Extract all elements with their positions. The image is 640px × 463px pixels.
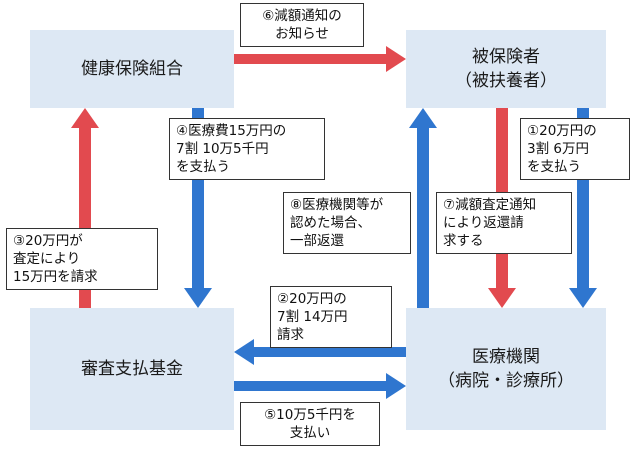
arrow-2-claim [234, 339, 406, 365]
note-8-partial-refund: ⑧医療機関等が 認めた場合、 一部返還 [283, 192, 411, 254]
note-5-fund-payment: ⑤10万5千円を 支払い [240, 402, 380, 446]
box-sublabel: （病院・診療所） [438, 371, 574, 391]
box-sublabel: （被扶養者） [455, 71, 557, 91]
note-4-insurer-payment: ④医療費15万円の 7割 10万5千円 を支払う [169, 118, 325, 180]
note-3-assessed-claim: ③20万円が 査定により 15万円を請求 [6, 228, 158, 290]
box-insured-person: 被保険者 （被扶養者） [406, 30, 606, 108]
note-1-copayment: ①20万円の 3割 6万円 を支払う [520, 118, 630, 180]
note-6-reduction-notice: ⑥減額通知の お知らせ [240, 3, 364, 47]
arrow-8-refund [409, 108, 437, 308]
note-7-refund-claim: ⑦減額査定通知 により返還請 求する [436, 192, 572, 254]
note-2-billing: ②20万円の 7割 14万円 請求 [270, 286, 392, 348]
box-label: 被保険者 [472, 47, 540, 67]
box-health-insurance-association: 健康保険組合 [30, 30, 234, 108]
box-review-payment-fund: 審査支払基金 [30, 308, 234, 430]
box-label: 医療機関 [472, 347, 540, 367]
box-label: 健康保険組合 [81, 59, 183, 79]
box-label: 審査支払基金 [81, 359, 183, 379]
arrow-5-payment [234, 373, 406, 399]
box-medical-institution: 医療機関 （病院・診療所） [406, 308, 606, 430]
arrow-6-notice [234, 46, 406, 72]
